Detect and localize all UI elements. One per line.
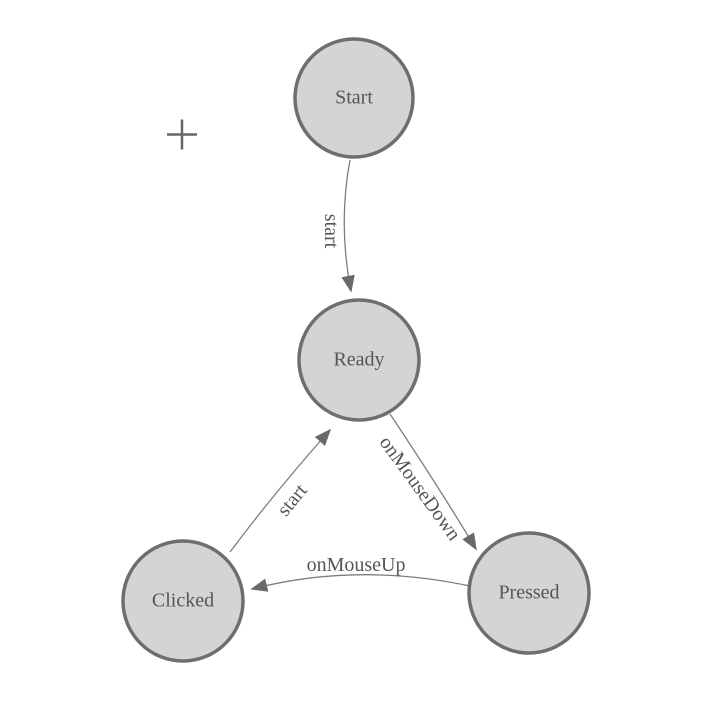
state-circle-start[interactable] — [293, 37, 415, 159]
edge-label-clicked-to-ready: start — [273, 480, 312, 521]
crosshair-cursor — [167, 119, 197, 150]
edge-label-pressed-to-clicked: onMouseUp — [307, 554, 406, 576]
transition-edge-start-to-ready[interactable] — [341, 159, 355, 293]
state-label-pressed: Pressed — [498, 582, 559, 604]
state-label-ready: Ready — [333, 349, 384, 371]
state-circle-pressed[interactable] — [467, 531, 591, 655]
transition-edge-clicked-to-ready[interactable] — [229, 428, 332, 553]
transition-edge-pressed-to-clicked[interactable] — [250, 574, 471, 592]
state-node-pressed[interactable]: Pressed — [467, 531, 591, 655]
edge-label-ready-to-pressed: onMouseDown — [375, 432, 465, 545]
state-node-ready[interactable]: Ready — [297, 298, 421, 422]
edge-label-start-to-ready: start — [320, 214, 342, 249]
state-node-start[interactable]: Start — [293, 37, 415, 159]
state-node-clicked[interactable]: Clicked — [121, 539, 245, 663]
state-circle-ready[interactable] — [297, 298, 421, 422]
state-circle-clicked[interactable] — [121, 539, 245, 663]
transition-edge-ready-to-pressed[interactable] — [389, 413, 477, 551]
state-label-start: Start — [335, 87, 373, 109]
state-label-clicked: Clicked — [152, 590, 214, 612]
